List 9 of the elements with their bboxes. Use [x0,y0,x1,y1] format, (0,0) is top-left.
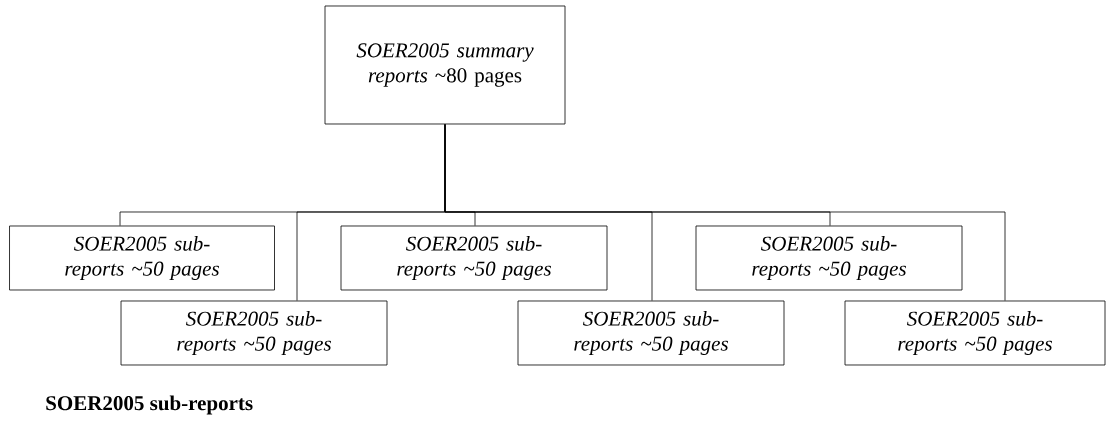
connector-line [444,124,1006,301]
summary-box: SOER2005 summary reports ~80 pages [324,5,566,125]
sub-report-box: SOER2005 sub-reports ~50 pages [844,300,1106,366]
sub-report-box: SOER2005 sub-reports ~50 pages [120,300,388,366]
sub-report-box: SOER2005 sub-reports ~50 pages [517,300,785,366]
sub-report-box: SOER2005 sub-reports ~50 pages [9,225,275,291]
caption: SOER2005 sub-reports [46,395,253,415]
sub-report-box: SOER2005 sub-reports ~50 pages [340,225,608,291]
sub-report-box: SOER2005 sub-reports ~50 pages [695,225,963,291]
